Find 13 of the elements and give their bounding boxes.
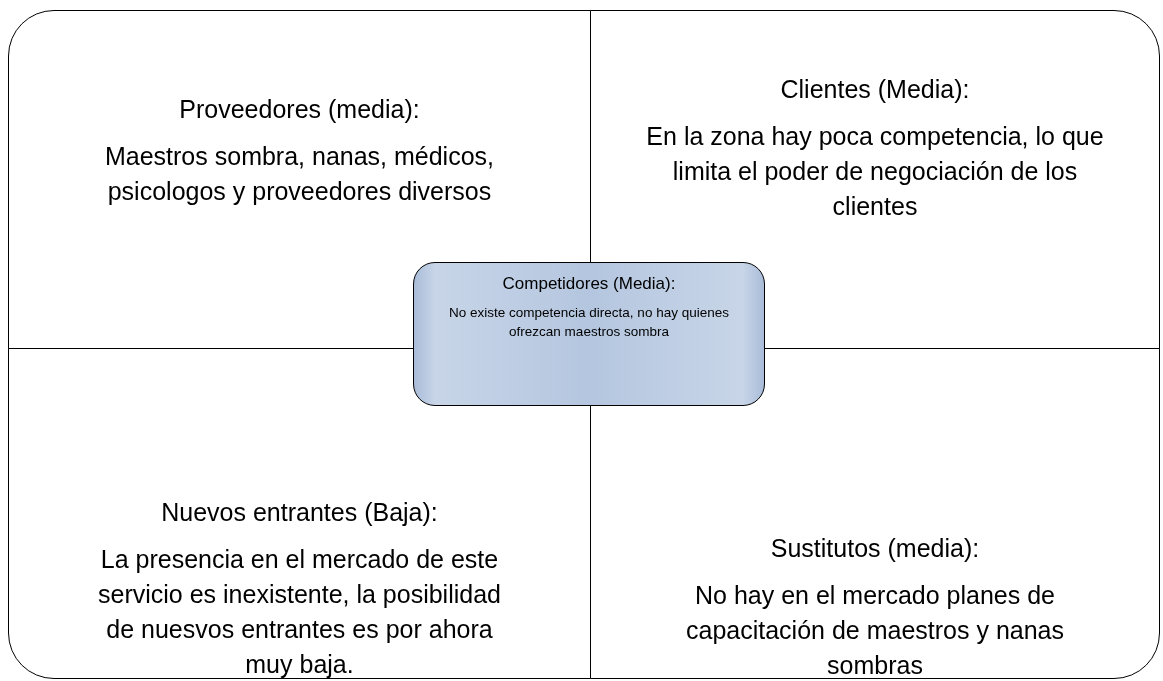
quadrant-panel: [8, 348, 591, 679]
center-text: No existe competencia directa, no hay quienes ofrezcan maestros sombra: [448, 304, 730, 341]
center-box: [413, 262, 765, 406]
quadrant-text: La presencia en el mercado de este servicio es inexistente, la posibilidad de nuesvos entrantes es por ahora muy baja.: [97, 544, 502, 680]
quadrant-heading: Nuevos entrantes (Baja):: [161, 497, 438, 528]
quadrant-text: En la zona hay poca competencia, lo que limita el poder de negociación de los clientes: [645, 121, 1105, 222]
quadrant-text: No hay en el mercado planes de capacitación de maestros y nanas sombras: [685, 580, 1065, 681]
center-heading: Competidores (Media):: [502, 273, 676, 295]
quadrant-heading: Clientes (Media):: [780, 74, 970, 105]
quadrant-panel: [590, 348, 1160, 679]
quadrant-text: Maestros sombra, nanas, médicos, psicologos y proveedores diversos: [103, 141, 496, 207]
quadrant-heading: Proveedores (media):: [179, 94, 420, 125]
quadrant-heading: Sustitutos (media):: [770, 533, 980, 564]
